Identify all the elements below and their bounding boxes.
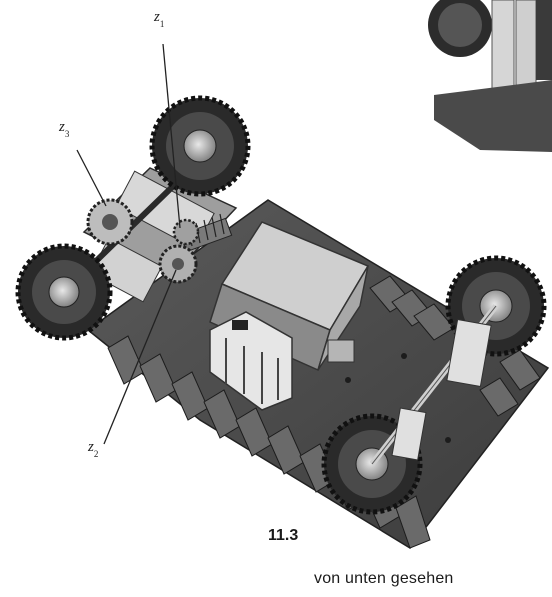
gear-z3 bbox=[86, 198, 134, 246]
label-z1: z1 bbox=[154, 9, 165, 29]
connector-block bbox=[209, 311, 293, 411]
figure-caption: von unten gesehen bbox=[314, 570, 454, 587]
wheel-front-upper bbox=[149, 95, 251, 197]
figure-number: 11.3 bbox=[268, 527, 299, 544]
secondary-photo-crop bbox=[428, 0, 552, 152]
leader-lines bbox=[76, 43, 181, 445]
leader-z3 bbox=[76, 149, 107, 207]
base-plate bbox=[86, 199, 550, 549]
leader-z2 bbox=[103, 269, 177, 445]
leader-z1 bbox=[162, 43, 181, 229]
label-z2: z2 bbox=[88, 439, 99, 459]
label-z3: z3 bbox=[59, 119, 70, 139]
wheel-front-lower bbox=[15, 243, 113, 341]
gear-z2 bbox=[158, 244, 198, 284]
rear-axle bbox=[369, 304, 499, 466]
